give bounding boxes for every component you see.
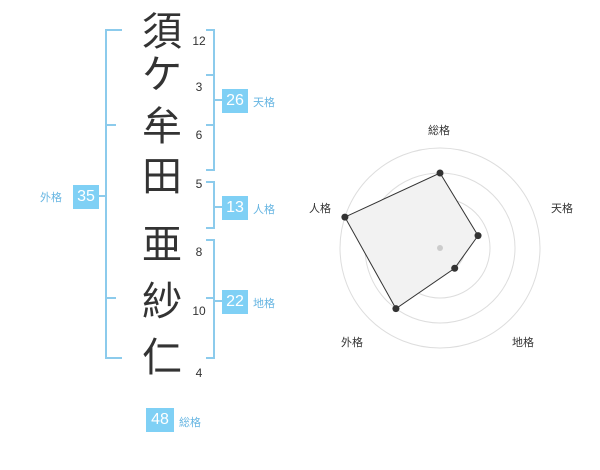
chikaku-label: 地格 bbox=[253, 297, 275, 310]
stroke-count-1: 12 bbox=[192, 34, 206, 48]
gaikaku-label: 外格 bbox=[40, 191, 62, 204]
name-char-5: 亜 bbox=[142, 222, 182, 268]
radar-center-dot bbox=[437, 245, 443, 251]
gaikaku-bracket bbox=[105, 29, 122, 359]
stroke-count-5: 8 bbox=[195, 245, 203, 259]
radar-point-2 bbox=[451, 264, 459, 272]
radar-point-3 bbox=[392, 305, 400, 313]
stroke-count-3: 6 bbox=[195, 128, 203, 142]
radar-point-0 bbox=[436, 169, 444, 177]
stroke-count-7: 4 bbox=[195, 366, 203, 380]
tenkaku-label: 天格 bbox=[253, 96, 275, 109]
name-char-4: 田 bbox=[142, 154, 182, 200]
soukaku-label: 総格 bbox=[179, 416, 201, 429]
chikaku-value-badge: 22 bbox=[222, 290, 248, 314]
soukaku-value-badge: 48 bbox=[146, 408, 174, 432]
radar-points bbox=[341, 169, 482, 313]
radar-label-chikaku: 地格 bbox=[512, 336, 534, 349]
stroke-count-2: 3 bbox=[195, 80, 203, 94]
name-char-3: 牟 bbox=[142, 104, 182, 150]
name-char-7: 仁 bbox=[142, 335, 182, 381]
name-char-6: 紗 bbox=[142, 279, 182, 325]
radar-label-gaikaku: 外格 bbox=[341, 336, 363, 349]
radar-point-4 bbox=[341, 213, 349, 221]
jinkaku-value-badge: 13 bbox=[222, 196, 248, 220]
jinkaku-bracket bbox=[206, 181, 215, 229]
tenkaku-value-badge: 26 bbox=[222, 89, 248, 113]
radar-point-1 bbox=[474, 232, 482, 240]
jinkaku-label: 人格 bbox=[253, 203, 275, 216]
radar-label-soukaku: 総格 bbox=[428, 124, 450, 137]
radar-ring-4 bbox=[339, 147, 541, 349]
gaikaku-value-badge: 35 bbox=[73, 185, 99, 209]
radar-label-tenkaku: 天格 bbox=[551, 202, 573, 215]
name-char-2: ケ bbox=[142, 52, 182, 98]
stroke-count-6: 10 bbox=[192, 304, 206, 318]
name-char-1: 須 bbox=[142, 9, 182, 55]
radar-polygon bbox=[344, 172, 479, 310]
radar-label-jinkaku: 人格 bbox=[309, 202, 331, 215]
stroke-count-4: 5 bbox=[195, 177, 203, 191]
